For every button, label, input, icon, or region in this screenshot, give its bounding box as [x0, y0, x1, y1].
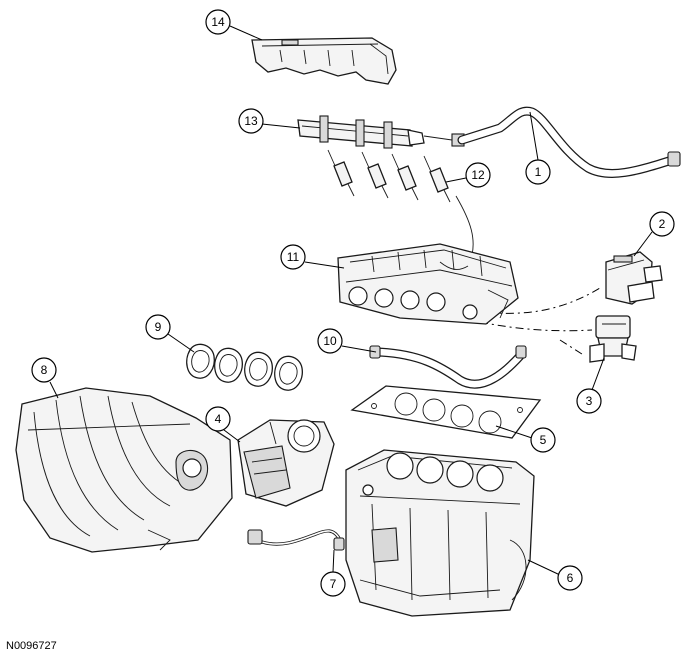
callout-13: 13	[238, 108, 264, 134]
svg-text:6: 6	[567, 571, 574, 585]
sensor-harness	[247, 529, 345, 551]
callout-9: 9	[145, 314, 171, 340]
coolant-hose	[369, 345, 527, 389]
callout-4: 4	[205, 406, 231, 432]
callout-3: 3	[576, 388, 602, 414]
svg-text:10: 10	[323, 334, 337, 348]
callouts: 1 2 3 4 5 6 7 8	[31, 9, 675, 597]
figure-id: N0096727	[6, 640, 57, 652]
callout-5: 5	[530, 427, 556, 453]
assembly-lines	[469, 287, 601, 357]
callout-10: 10	[317, 328, 343, 354]
fuel-supply-tube	[457, 106, 681, 178]
callout-11: 11	[280, 244, 306, 270]
svg-text:12: 12	[471, 168, 485, 182]
leader-lines	[49, 25, 653, 576]
thermostat-housing	[605, 251, 663, 305]
callout-7: 7	[320, 571, 346, 597]
throttle-body	[237, 419, 335, 507]
callout-12: 12	[465, 162, 491, 188]
intake-manifold-gaskets	[186, 343, 303, 391]
svg-text:3: 3	[586, 394, 593, 408]
fuel-injectors	[327, 149, 474, 263]
svg-text:5: 5	[540, 433, 547, 447]
engine-cover	[251, 37, 397, 85]
svg-text:7: 7	[330, 577, 337, 591]
injector-3	[391, 153, 419, 201]
svg-text:1: 1	[535, 165, 542, 179]
injector-2	[361, 151, 389, 199]
svg-text:14: 14	[211, 15, 225, 29]
cylinder-head-gasket	[350, 385, 542, 439]
intake-manifold	[15, 387, 233, 553]
svg-text:8: 8	[41, 363, 48, 377]
callout-14: 14	[205, 9, 231, 35]
svg-text:11: 11	[287, 250, 300, 264]
svg-text:4: 4	[215, 412, 222, 426]
svg-text:13: 13	[244, 114, 258, 128]
injector-1	[327, 149, 355, 197]
callout-8: 8	[31, 357, 57, 383]
egr-valve	[589, 315, 637, 363]
callout-2: 2	[649, 211, 675, 237]
cylinder-block	[345, 449, 535, 617]
svg-text:9: 9	[155, 320, 162, 334]
callout-6: 6	[557, 565, 583, 591]
callout-1: 1	[525, 159, 551, 185]
injector-4	[423, 155, 451, 203]
fuel-rail	[297, 115, 465, 149]
svg-text:2: 2	[659, 217, 666, 231]
cylinder-head	[337, 243, 519, 325]
